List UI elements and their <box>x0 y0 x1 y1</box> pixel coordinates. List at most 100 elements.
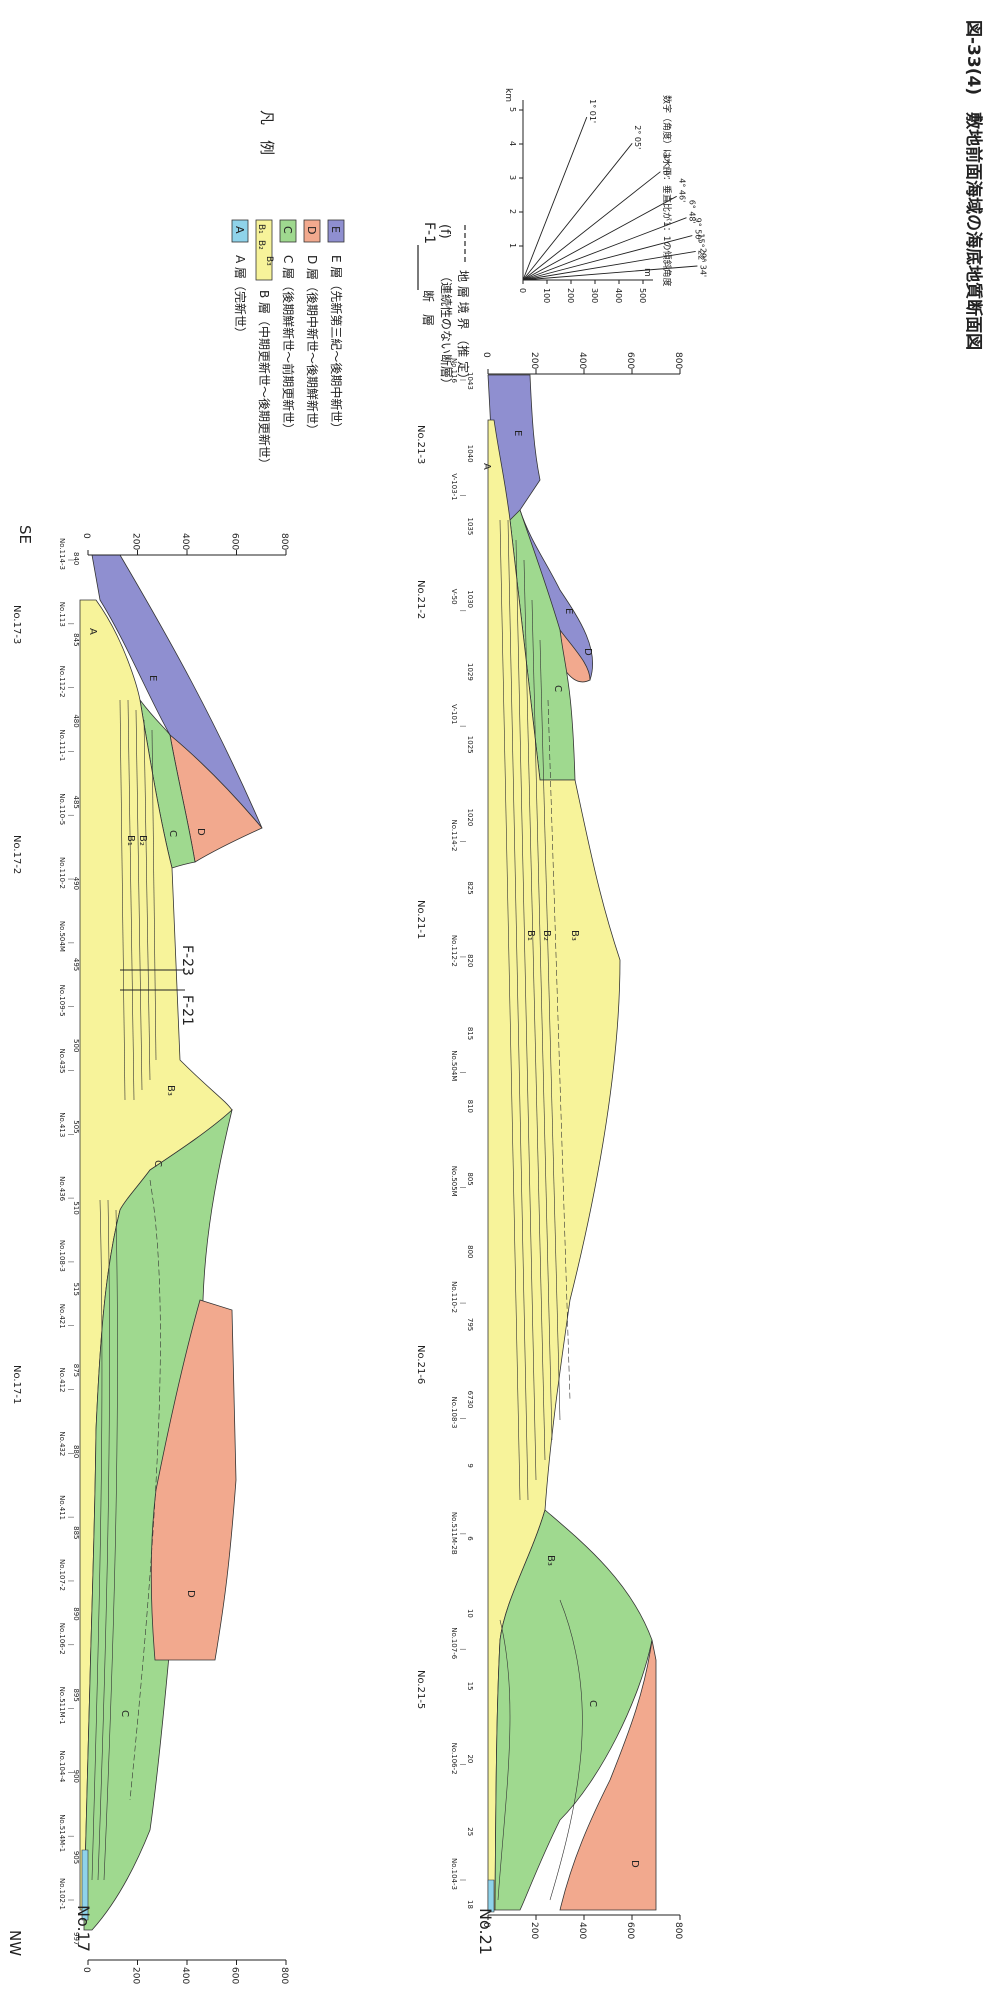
legend-swatch-d <box>303 219 321 243</box>
shotpoint-label: 997 <box>72 1932 80 1945</box>
shotpoint-label: 9 <box>466 1463 474 1467</box>
dip-km-tick-label: 4 <box>508 141 517 146</box>
depth-tick-label: 0 <box>81 533 91 539</box>
legend-subunit: B₁ <box>256 224 266 234</box>
borehole-label: No.109-5 <box>58 985 66 1017</box>
dip-ray <box>522 217 687 281</box>
unit-d-21-lower <box>559 1639 657 1911</box>
dip-ray <box>522 195 677 281</box>
seg-21-3: No.21-3 <box>415 425 426 464</box>
unit-label-e-21b: E <box>563 608 574 614</box>
legend-item-a: AA 層（完新世） <box>231 219 249 339</box>
shotpoint-label: 18 <box>466 1900 474 1909</box>
legend-fault-label: F-1 <box>421 222 437 244</box>
seg-17-1: No.17-1 <box>11 1365 22 1404</box>
shotpoint-label: 885 <box>72 1526 80 1539</box>
borehole-label: No.110-2 <box>450 1281 458 1313</box>
legend-title: 凡 例 <box>258 110 276 155</box>
shotpoint-label: 810 <box>466 1100 474 1113</box>
legend-swatch-c <box>279 219 297 243</box>
legend-swatch-key: E <box>329 226 342 233</box>
borehole-label: No.104-3 <box>450 1858 458 1890</box>
shotpoint-label: 495 <box>72 958 80 971</box>
unit-a-21 <box>487 1879 495 1913</box>
depth-tick-label: 200 <box>529 352 539 369</box>
depth-tick-label: 200 <box>131 533 141 550</box>
shotpoint-label: 490 <box>72 877 80 890</box>
depth-tick-label: 600 <box>230 1967 240 1984</box>
shotpoint-label: 505 <box>72 1120 80 1133</box>
shotpoint-label: 15 <box>466 1682 474 1691</box>
dip-angle-label: 3° 18' <box>661 154 670 178</box>
dip-depth-tick-label: 400 <box>614 288 623 303</box>
depth-tick-label: 0 <box>81 1967 91 1973</box>
unit-label-e-21: E <box>512 430 523 436</box>
unit-c-21-lower <box>494 1509 653 1911</box>
borehole-label: No.504M <box>58 921 66 952</box>
dip-angle-label: 15° 22' <box>697 233 706 262</box>
shotpoint-label: 20 <box>466 1754 474 1763</box>
shotpoint-label: 6 <box>466 1536 474 1541</box>
dip-depth-tick-label: 500 <box>638 288 647 303</box>
figure-caption: 図-33(4) 敷地前面海域の海底地質断面図 <box>963 20 984 350</box>
borehole-label: No.511M-1 <box>58 1687 66 1725</box>
legend-fault-name: 断 層 <box>421 290 436 326</box>
seg-17-2: No.17-2 <box>11 835 22 874</box>
legend-item-label: D 層（後期中新世～後期鮮新世） <box>305 255 320 436</box>
shotpoint-label: 840 <box>72 552 80 565</box>
seg-21-6: No.21-6 <box>415 1345 426 1384</box>
legend-subunit: B₃ <box>264 256 274 266</box>
unit-label-b1-21: B₁ <box>525 930 536 941</box>
dip-km-tick-label: 2 <box>508 209 517 214</box>
depth-tick-label: 400 <box>577 352 587 369</box>
borehole-label: No.504M <box>450 1050 458 1081</box>
shotpoint-label: 1025 <box>466 736 474 754</box>
borehole-label: No.112-2 <box>450 935 458 967</box>
unit-label-b3-17: B₃ <box>165 1085 176 1096</box>
depth-tick-label: 800 <box>279 533 289 550</box>
legend-item-label: C 層（後期鮮新世～前期更新世） <box>281 255 296 435</box>
unit-label-c-21b: C <box>587 1700 598 1707</box>
unit-label-c-21: C <box>552 685 563 692</box>
borehole-label: No.114-3 <box>58 538 66 570</box>
dip-ray <box>522 250 696 281</box>
depth-tick-label: 800 <box>673 1922 683 1939</box>
seg-21-2: No.21-2 <box>415 580 426 619</box>
depth-tick-label: 400 <box>180 1967 190 1984</box>
unit-label-c-17c: C <box>119 1710 130 1717</box>
unit-d-21-upper <box>559 628 591 683</box>
shotpoint-label: 485 <box>72 796 80 809</box>
depth-tick-label: 800 <box>673 352 683 369</box>
dip-depth-unit: m <box>642 268 652 277</box>
dip-km-tick-label: 5 <box>508 107 517 112</box>
borehole-label: No.111-1 <box>58 729 66 761</box>
shotpoint-label: 905 <box>72 1851 80 1864</box>
dip-km-unit: km <box>503 88 513 102</box>
dip-angle-label: 4° 46' <box>678 178 687 202</box>
seg-21-5: No.21-5 <box>415 1670 426 1709</box>
direction-nw: NW <box>6 1930 24 1956</box>
shotpoint-label: 6730 <box>466 1391 474 1409</box>
legend-swatch-key: D <box>305 226 318 234</box>
unit-label-d-17b: D <box>185 1590 196 1598</box>
section-name-17: No.17 <box>74 1905 93 1952</box>
dip-depth-tick-label: 300 <box>590 288 599 303</box>
borehole-label: No.412 <box>58 1368 66 1393</box>
dip-angle-label: 2° 05' <box>633 125 642 149</box>
dip-ray <box>522 265 698 281</box>
shotpoint-label: 795 <box>466 1318 474 1331</box>
legend-swatch-b <box>255 219 273 281</box>
legend-swatch-e <box>327 219 345 243</box>
depth-tick-label: 200 <box>529 1922 539 1939</box>
borehole-label: No.102-1 <box>58 1878 66 1910</box>
dip-note: 数字（角度）は水平：垂直比が1：1の傾斜角度 <box>661 95 673 286</box>
shotpoint-label: 875 <box>72 1364 80 1377</box>
legend-item-d: D D 層（後期中新世～後期鮮新世） <box>303 219 321 436</box>
dip-km-tick-label: 3 <box>508 175 517 180</box>
unit-label-b2-21: B₂ <box>541 930 552 941</box>
borehole-label: No.108-3 <box>58 1240 66 1272</box>
borehole-label: No.107-6 <box>450 1627 458 1660</box>
